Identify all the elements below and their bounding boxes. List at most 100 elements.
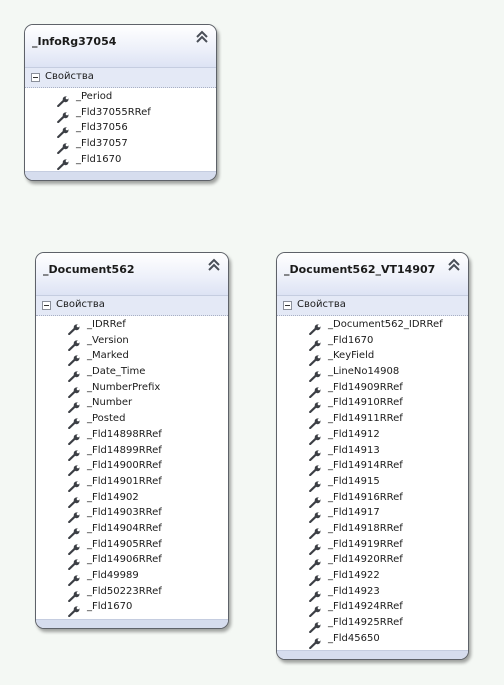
field-name: _Marked xyxy=(87,350,129,362)
wrench-icon xyxy=(309,602,322,618)
wrench-icon xyxy=(309,430,322,445)
field-row[interactable]: _Fld14923 xyxy=(277,585,468,602)
properties-section-header[interactable]: Свойства xyxy=(277,295,468,316)
wrench-icon xyxy=(68,430,81,445)
wrench-icon xyxy=(309,524,322,540)
field-name: _NumberPrefix xyxy=(87,381,161,393)
wrench-icon xyxy=(68,524,81,540)
field-name: _Fld14915 xyxy=(328,475,380,487)
field-row[interactable]: _Period xyxy=(25,90,216,108)
field-row[interactable]: _Fld14911RRef xyxy=(277,412,468,430)
field-row[interactable]: _Fld14898RRef xyxy=(36,428,228,445)
field-row[interactable]: _LineNo14908 xyxy=(277,365,468,383)
wrench-icon xyxy=(68,555,81,571)
field-name: _Fld14900RRef xyxy=(87,460,162,472)
wrench-icon xyxy=(68,414,81,430)
wrench-icon xyxy=(309,336,322,351)
entity-card-document562-vt14907[interactable]: _Document562_VT14907 Свойства _Document5… xyxy=(276,252,469,661)
field-row[interactable]: _NumberPrefix xyxy=(36,381,228,398)
wrench-icon xyxy=(309,320,322,336)
field-row[interactable]: _Fld14899RRef xyxy=(36,444,228,461)
field-row[interactable]: _Fld14905RRef xyxy=(36,538,228,555)
field-row[interactable]: _Fld14902 xyxy=(36,491,228,508)
wrench-icon xyxy=(68,587,81,602)
wrench-icon xyxy=(309,508,322,524)
entity-title: _Document562 xyxy=(43,263,135,276)
field-name: _Fld14901RRef xyxy=(87,475,162,487)
wrench-icon xyxy=(309,383,322,398)
field-row[interactable]: _Fld1670 xyxy=(36,600,228,618)
field-row[interactable]: _Fld37057 xyxy=(25,137,216,155)
entity-title: _InfoRg37054 xyxy=(32,35,117,48)
field-row[interactable]: _Fld14912 xyxy=(277,428,468,445)
field-row[interactable]: _Fld14901RRef xyxy=(36,475,228,492)
field-row[interactable]: _Fld14915 xyxy=(277,475,468,492)
entity-header[interactable]: _Document562 xyxy=(36,253,228,295)
field-row[interactable]: _Marked xyxy=(36,349,228,367)
entity-header[interactable]: _InfoRg37054 xyxy=(25,25,216,67)
wrench-icon xyxy=(57,139,70,155)
entity-footer xyxy=(277,650,468,660)
field-row[interactable]: _Fld37056 xyxy=(25,121,216,139)
field-row[interactable]: _Fld14924RRef xyxy=(277,600,468,618)
minus-box-icon[interactable] xyxy=(31,73,40,82)
field-name: _IDRRef xyxy=(87,319,126,330)
wrench-icon xyxy=(309,540,322,555)
field-name: _Fld37056 xyxy=(76,122,128,134)
field-row[interactable]: _Fld14918RRef xyxy=(277,522,468,540)
section-label: Свойства xyxy=(45,71,94,82)
wrench-icon xyxy=(309,446,322,461)
entity-card-inforg37054[interactable]: _InfoRg37054 Свойства _Period_Fld37055RR… xyxy=(24,24,217,182)
field-row[interactable]: _Fld50223RRef xyxy=(36,585,228,602)
field-name: _Fld49989 xyxy=(87,570,139,581)
field-name: _Document562_IDRRef xyxy=(328,319,443,330)
minus-box-icon[interactable] xyxy=(283,301,292,310)
field-row[interactable]: _Document562_IDRRef xyxy=(277,318,468,336)
field-row[interactable]: _Fld14910RRef xyxy=(277,396,468,414)
field-row[interactable]: _Fld14909RRef xyxy=(277,381,468,398)
wrench-icon xyxy=(68,398,81,414)
properties-section-header[interactable]: Свойства xyxy=(25,67,216,88)
field-row[interactable]: _Fld1670 xyxy=(277,334,468,351)
field-row[interactable]: _Fld14904RRef xyxy=(36,522,228,540)
wrench-icon xyxy=(68,320,81,336)
field-name: _Fld14898RRef xyxy=(87,428,162,440)
field-row[interactable]: _Fld14925RRef xyxy=(277,616,468,634)
field-row[interactable]: _Fld14919RRef xyxy=(277,538,468,555)
entity-header[interactable]: _Document562_VT14907 xyxy=(277,253,468,295)
field-name: _Version xyxy=(87,334,129,346)
double-chevron-up-icon[interactable] xyxy=(447,258,461,272)
field-row[interactable]: _Version xyxy=(36,334,228,351)
field-row[interactable]: _Fld14906RRef xyxy=(36,553,228,571)
field-row[interactable]: _Fld14914RRef xyxy=(277,459,468,477)
field-name: _LineNo14908 xyxy=(328,366,400,378)
field-row[interactable]: _Fld14900RRef xyxy=(36,459,228,477)
double-chevron-up-icon[interactable] xyxy=(195,30,209,44)
field-row[interactable]: _Fld14922 xyxy=(277,569,468,587)
field-row[interactable]: _Fld14920RRef xyxy=(277,553,468,571)
field-row[interactable]: _Number xyxy=(36,396,228,414)
field-row[interactable]: _Date_Time xyxy=(36,365,228,383)
field-row[interactable]: _Fld45650 xyxy=(277,632,468,649)
field-name: _Fld14904RRef xyxy=(87,522,162,534)
wrench-icon xyxy=(57,108,70,123)
field-row[interactable]: _IDRRef xyxy=(36,318,228,336)
field-row[interactable]: _Fld1670 xyxy=(25,153,216,170)
field-name: _Fld14917 xyxy=(328,507,380,519)
field-row[interactable]: _Fld49989 xyxy=(36,569,228,587)
field-name: _Fld14922 xyxy=(328,570,380,581)
field-name: _Fld14914RRef xyxy=(328,460,403,472)
field-row[interactable]: _Fld14916RRef xyxy=(277,491,468,508)
field-row[interactable]: _Fld37055RRef xyxy=(25,106,216,123)
minus-box-icon[interactable] xyxy=(42,301,51,310)
entity-card-document562[interactable]: _Document562 Свойства _IDRRef _Version _Ma… xyxy=(35,252,229,630)
field-row[interactable]: _Posted xyxy=(36,412,228,430)
field-row[interactable]: _KeyField xyxy=(277,349,468,367)
field-row[interactable]: _Fld14913 xyxy=(277,444,468,461)
field-name: _Fld14925RRef xyxy=(328,617,403,629)
field-row[interactable]: _Fld14903RRef xyxy=(36,506,228,524)
double-chevron-up-icon[interactable] xyxy=(207,258,221,272)
field-name: _Fld14906RRef xyxy=(87,554,162,566)
properties-section-header[interactable]: Свойства xyxy=(36,295,228,316)
field-row[interactable]: _Fld14917 xyxy=(277,506,468,524)
